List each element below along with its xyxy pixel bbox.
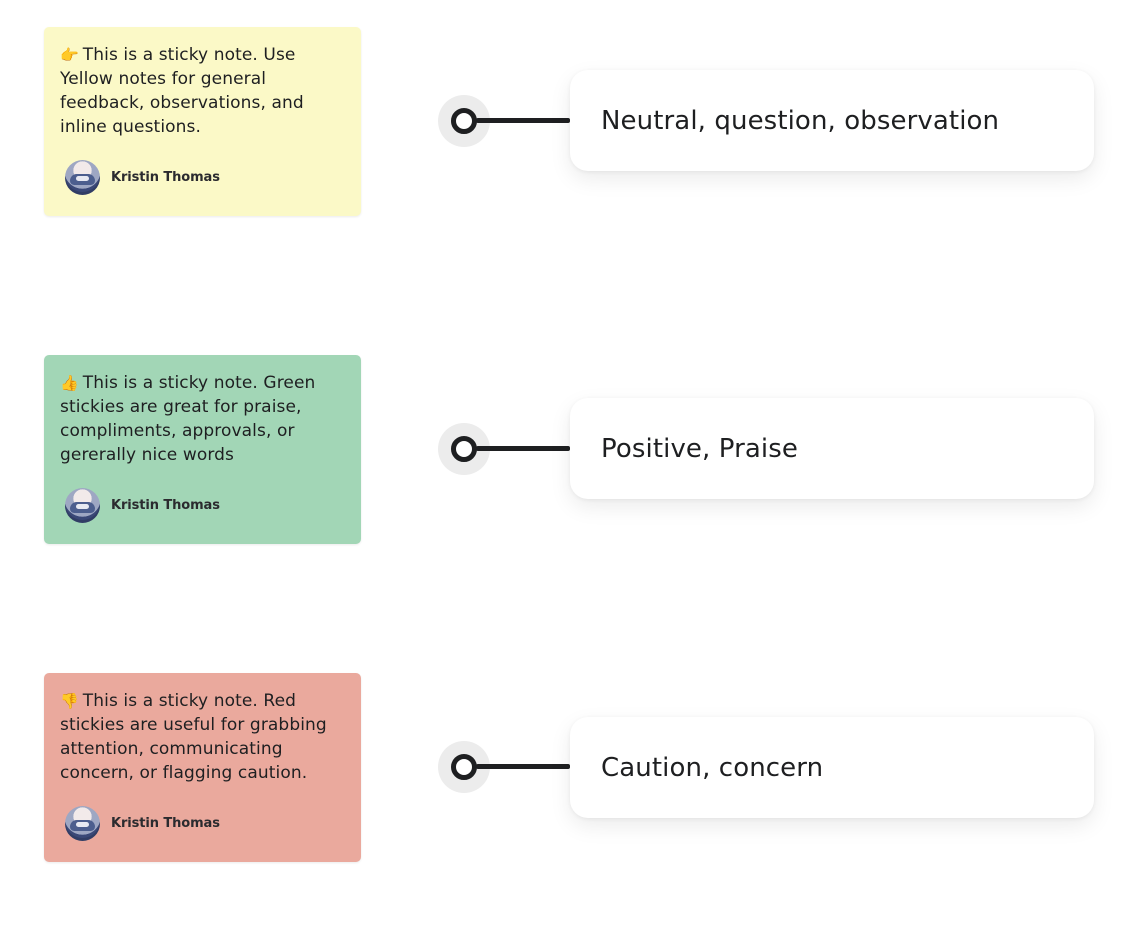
- sticky-note-body: This is a sticky note. Red stickies are …: [60, 691, 327, 783]
- sticky-note-green[interactable]: 👍This is a sticky note. Green stickies a…: [44, 355, 361, 544]
- sticky-note-red[interactable]: 👎This is a sticky note. Red stickies are…: [44, 673, 361, 862]
- sticky-note-body: This is a sticky note. Green stickies ar…: [60, 373, 316, 465]
- author-name: Kristin Thomas: [111, 498, 220, 513]
- thumbs-up-icon: 👍: [60, 374, 79, 392]
- sticky-note-text: 👍This is a sticky note. Green stickies a…: [60, 371, 345, 467]
- label-card-positive: Positive, Praise: [570, 398, 1094, 499]
- author-name: Kristin Thomas: [111, 816, 220, 831]
- avatar: [65, 488, 100, 523]
- author-name: Kristin Thomas: [111, 170, 220, 185]
- avatar: [65, 160, 100, 195]
- connector: [438, 423, 570, 475]
- connector-line: [476, 764, 570, 769]
- connector-line: [476, 118, 570, 123]
- sticky-note-author: Kristin Thomas: [65, 160, 220, 195]
- sticky-note-author: Kristin Thomas: [65, 806, 220, 841]
- pointing-hand-icon: 👉: [60, 46, 79, 64]
- connector: [438, 741, 570, 793]
- connector-handle[interactable]: [451, 108, 477, 134]
- label-text: Caution, concern: [601, 752, 824, 783]
- avatar: [65, 806, 100, 841]
- sticky-note-body: This is a sticky note. Use Yellow notes …: [60, 45, 304, 137]
- label-card-neutral: Neutral, question, observation: [570, 70, 1094, 171]
- thumbs-down-icon: 👎: [60, 692, 79, 710]
- sticky-note-yellow[interactable]: 👉This is a sticky note. Use Yellow notes…: [44, 27, 361, 216]
- connector-line: [476, 446, 570, 451]
- connector-handle[interactable]: [451, 754, 477, 780]
- connector-handle[interactable]: [451, 436, 477, 462]
- sticky-note-text: 👎This is a sticky note. Red stickies are…: [60, 689, 345, 785]
- label-text: Positive, Praise: [601, 433, 798, 464]
- sticky-note-author: Kristin Thomas: [65, 488, 220, 523]
- label-card-caution: Caution, concern: [570, 717, 1094, 818]
- connector: [438, 95, 570, 147]
- label-text: Neutral, question, observation: [601, 105, 1000, 136]
- sticky-note-text: 👉This is a sticky note. Use Yellow notes…: [60, 43, 345, 139]
